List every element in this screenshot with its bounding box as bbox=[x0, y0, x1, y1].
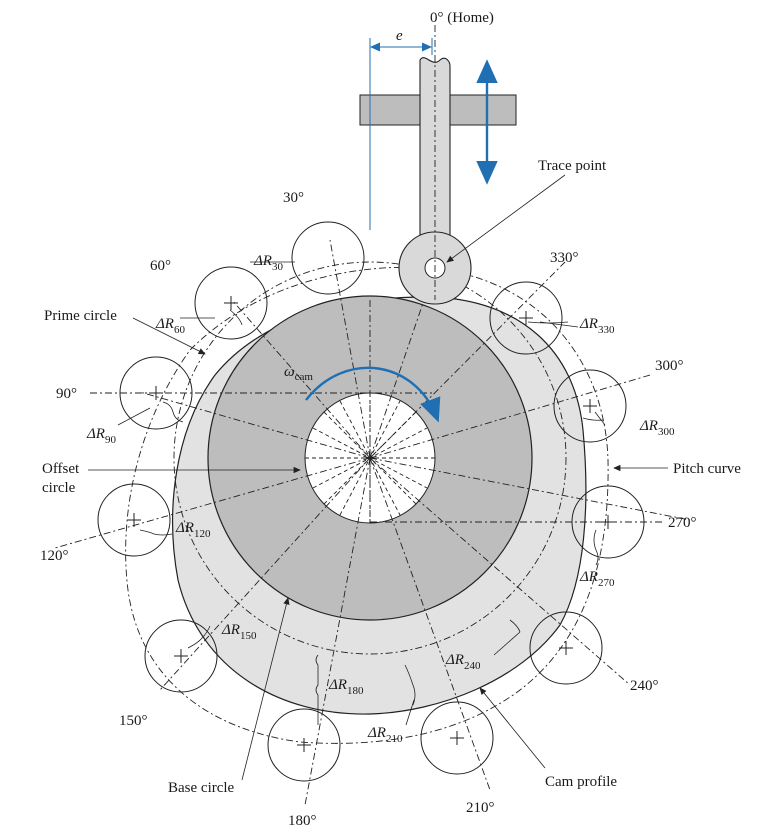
center-crosses bbox=[127, 296, 615, 752]
offset-e-label: e bbox=[396, 28, 403, 44]
angle-label-300: 300° bbox=[655, 358, 684, 374]
roller-30 bbox=[291, 221, 365, 295]
angle-label-120: 120° bbox=[40, 548, 69, 564]
offset-circle-label-1: Offset bbox=[42, 461, 80, 477]
roller-270 bbox=[571, 485, 645, 559]
roller-180 bbox=[267, 708, 341, 782]
base-circle-label: Base circle bbox=[168, 780, 235, 796]
roller-210 bbox=[420, 701, 494, 775]
angle-label-60: 60° bbox=[150, 258, 171, 274]
prime-circle-line bbox=[173, 261, 567, 655]
roller-60 bbox=[194, 266, 268, 340]
delta-r-30: ΔR30 bbox=[253, 253, 283, 273]
cam-profile-label: Cam profile bbox=[545, 774, 617, 790]
delta-r-210: ΔR210 bbox=[367, 725, 403, 745]
offset-e-dimension bbox=[369, 38, 433, 230]
omega-arc-arrow bbox=[305, 366, 441, 423]
delta-r-90: ΔR90 bbox=[86, 426, 116, 446]
roller-positions bbox=[97, 221, 645, 782]
callout-leaders bbox=[88, 174, 668, 781]
roller-240 bbox=[529, 611, 603, 685]
delta-r-150: ΔR150 bbox=[221, 622, 257, 642]
pitch-curve-line bbox=[125, 266, 609, 744]
roller-90 bbox=[119, 356, 193, 430]
home-label: 0° (Home) bbox=[430, 10, 494, 26]
delta-r-330: ΔR330 bbox=[579, 316, 615, 336]
angle-label-30: 30° bbox=[283, 190, 304, 206]
angle-label-150: 150° bbox=[119, 713, 148, 729]
delta-r-120: ΔR120 bbox=[175, 520, 211, 540]
delta-r-60: ΔR60 bbox=[155, 316, 185, 336]
delta-r-180: ΔR180 bbox=[328, 677, 364, 697]
angle-label-240: 240° bbox=[630, 678, 659, 694]
angle-label-270: 270° bbox=[668, 515, 697, 531]
offset-circle-label-2: circle bbox=[42, 480, 76, 496]
delta-r-240: ΔR240 bbox=[445, 652, 481, 672]
roller-150 bbox=[144, 619, 218, 693]
angle-label-330: 330° bbox=[550, 250, 579, 266]
pitch-curve-label: Pitch curve bbox=[673, 461, 741, 477]
prime-circle-label: Prime circle bbox=[44, 308, 117, 324]
roller-330 bbox=[489, 281, 563, 355]
delta-r-270: ΔR270 bbox=[579, 569, 615, 589]
trace-point-label: Trace point bbox=[538, 158, 607, 174]
roller-120 bbox=[97, 483, 171, 557]
omega-label: ωcam bbox=[284, 364, 313, 383]
delta-r-300: ΔR300 bbox=[639, 418, 675, 438]
roller-300 bbox=[553, 369, 627, 443]
angle-label-90: 90° bbox=[56, 386, 77, 402]
angle-label-210: 210° bbox=[466, 800, 495, 816]
angle-label-180: 180° bbox=[288, 813, 317, 829]
delta-brackets bbox=[139, 309, 604, 725]
